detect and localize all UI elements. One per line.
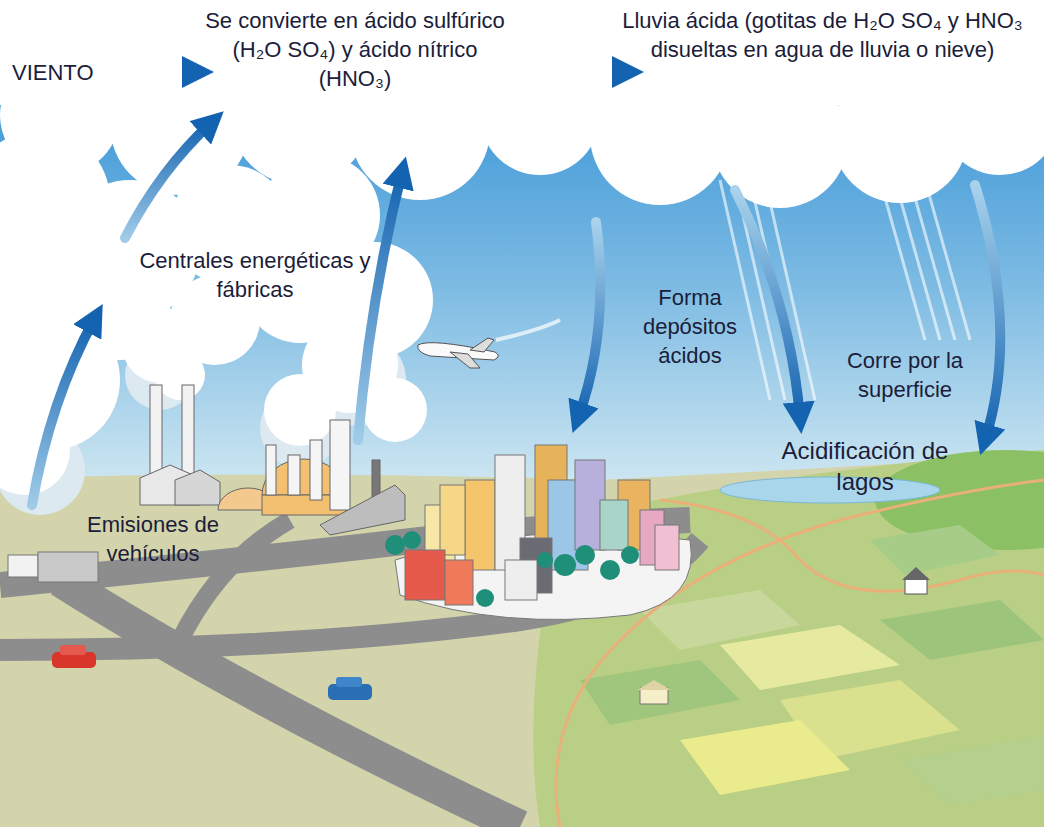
wind-label: VIENTO <box>12 58 122 87</box>
runoff-label: Corre por la superficie <box>830 346 980 404</box>
sources-label: Centrales energéticas y fábricas <box>135 246 375 304</box>
conversion-label: Se convierte en ácido sulfúrico (H₂O SO₄… <box>200 6 510 93</box>
vehicle-label: Emisiones de vehículos <box>78 510 228 568</box>
acid-rain-label: Lluvia ácida (gotitas de H₂O SO₄ y HNO₃ … <box>610 6 1035 64</box>
lake-label: Acidificación de lagos <box>770 435 960 497</box>
deposit-label: Forma depósitos ácidos <box>630 283 750 370</box>
